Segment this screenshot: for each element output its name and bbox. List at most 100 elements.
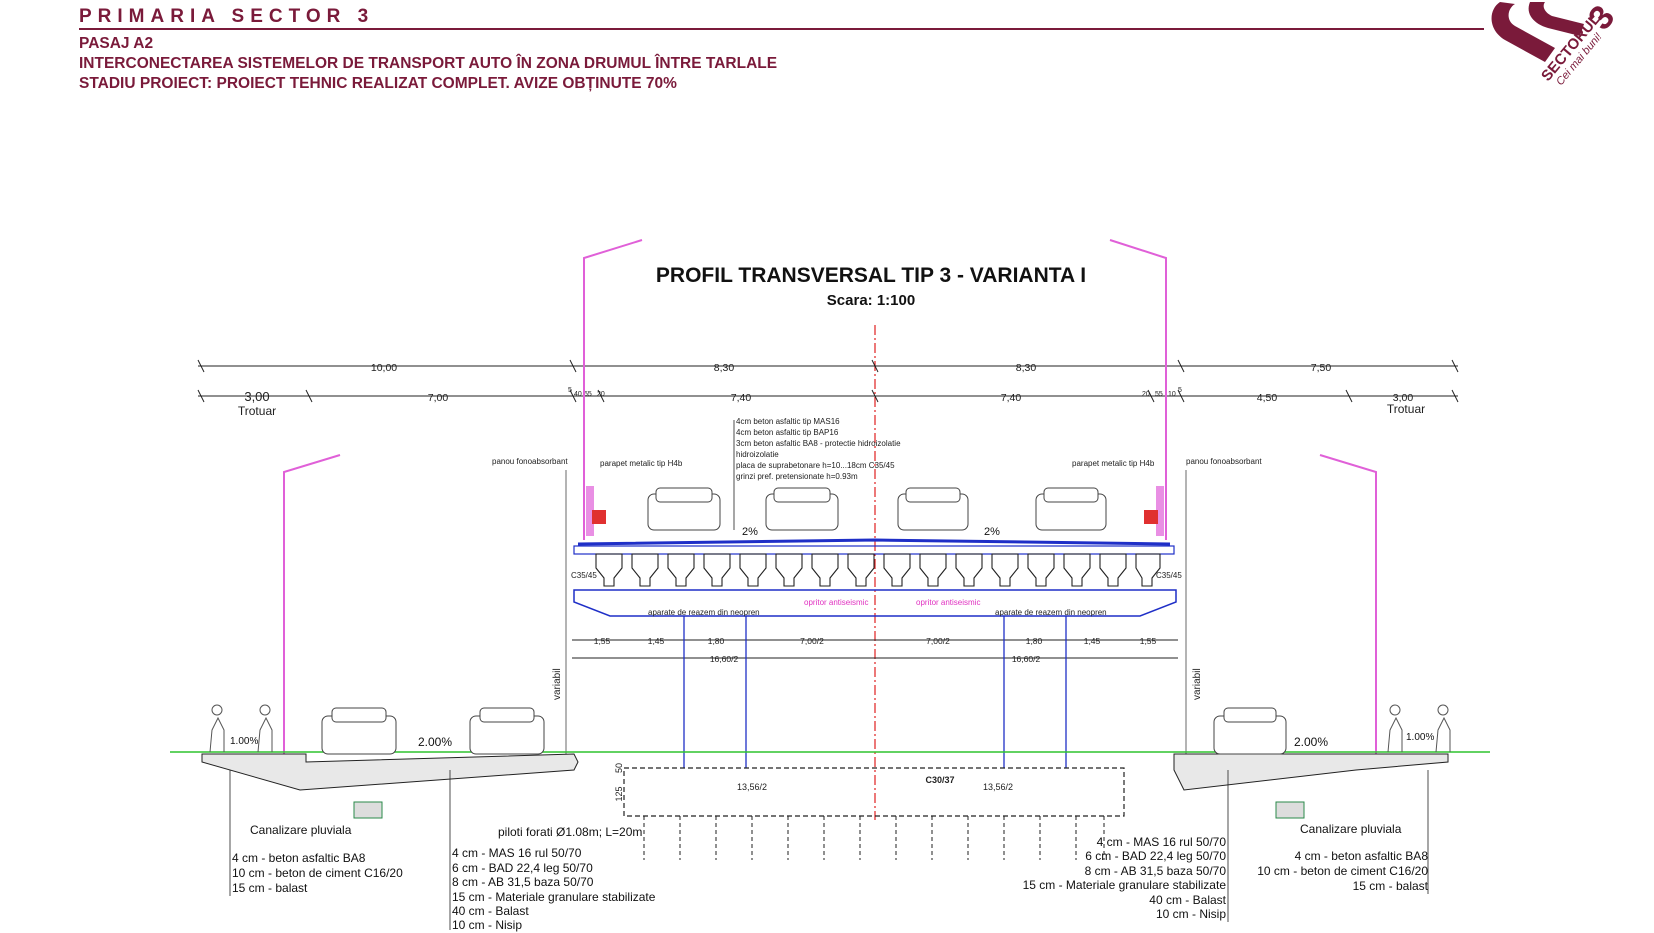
- layer-leader-lines: [229, 770, 1429, 930]
- right-sidewalk-layers: 4 cm - beton asfaltic BA8 10 cm - beton …: [1257, 849, 1428, 893]
- deck-cars: [647, 487, 1107, 531]
- left-sidewalk-layers: 4 cm - beton asfaltic BA8 10 cm - beton …: [232, 851, 403, 895]
- dim-bottom-5: 7,00/2: [926, 636, 950, 646]
- piloti-label: piloti forati Ø1.08m; L=20m: [498, 825, 642, 839]
- parapet-label-right: parapet metalic tip H4b: [1072, 459, 1155, 468]
- dim-bottom-4: 7,00/2: [800, 636, 824, 646]
- antiseismic-left: opritor antiseismic: [804, 598, 868, 607]
- parapets: [586, 486, 1164, 536]
- foundation: [623, 767, 1125, 860]
- deck-layer-4: hidroizolatie: [736, 450, 779, 459]
- canalizare-right: Canalizare pluviala: [1300, 822, 1402, 836]
- left-road-layers: 4 cm - MAS 16 rul 50/70 6 cm - BAD 22,4 …: [452, 846, 656, 932]
- drawing-scale: Scara: 1:100: [827, 292, 915, 309]
- right-road-layer-4: 15 cm - Materiale granulare stabilizate: [1023, 878, 1227, 892]
- left-road-layer-2: 6 cm - BAD 22,4 leg 50/70: [452, 861, 593, 875]
- trotuar-left: Trotuar: [238, 404, 276, 418]
- organization-title: PRIMARIA SECTOR 3: [79, 6, 375, 27]
- dim-half-left: 16,60/2: [710, 654, 739, 664]
- foundation-dim-right: 13,56/2: [983, 782, 1013, 792]
- dim-half-right: 16,60/2: [1012, 654, 1041, 664]
- slope-road-left: 2.00%: [418, 735, 452, 749]
- small-dim-right-4: 5: [1178, 387, 1182, 394]
- dim-second-3: 7,40: [731, 392, 752, 404]
- small-dim-left-1: 5: [568, 387, 572, 394]
- left-sidewalk-layer-2: 10 cm - beton de ciment C16/20: [232, 866, 403, 880]
- foundation-vert-1: 50: [614, 763, 624, 773]
- left-road-layer-3: 8 cm - AB 31,5 baza 50/70: [452, 875, 594, 889]
- left-road-layer-6: 10 cm - Nisip: [452, 918, 522, 932]
- small-dim-left-2: 40: [574, 391, 582, 398]
- deck-slope-left: 2%: [742, 526, 758, 538]
- side-roads: [201, 704, 1451, 819]
- panou-label-left: panou fonoabsorbant: [492, 457, 568, 466]
- foundation-label: C30/37: [925, 775, 954, 785]
- parapet-label-left: parapet metalic tip H4b: [600, 459, 683, 468]
- top-dimension-lines: [197, 359, 1459, 403]
- variabil-right: variabil: [1192, 668, 1203, 700]
- foundation-vert-2: 125: [614, 786, 624, 801]
- deck-layer-5: placa de suprabetonare h=10...18cm C35/4…: [736, 461, 895, 470]
- dim-top-1: 10,00: [371, 362, 397, 374]
- cap-label-right: C35/45: [1156, 571, 1182, 580]
- drawing-title: PROFIL TRANSVERSAL TIP 3 - VARIANTA I: [656, 264, 1086, 287]
- deck-layer-3: 3cm beton asfaltic BA8 - protectie hidro…: [736, 439, 901, 448]
- dim-second-6: 3,00: [1393, 392, 1414, 404]
- project-status: STADIU PROIECT: PROIECT TEHNIC REALIZAT …: [79, 75, 677, 92]
- page-header: PRIMARIA SECTOR 3 PASAJ A2 INTERCONECTAR…: [79, 6, 777, 94]
- left-road-layer-4: 15 cm - Materiale granulare stabilizate: [452, 890, 656, 904]
- dim-bottom-2: 1,45: [648, 636, 665, 646]
- aparate-label-left: aparate de reazem din neopren: [648, 608, 760, 617]
- deck-layer-callouts: 4cm beton asfaltic tip MAS16 4cm beton a…: [492, 417, 1262, 530]
- deck-layer-6: grinzi pref. pretensionate h=0.93m: [736, 472, 858, 481]
- project-description: INTERCONECTAREA SISTEMELOR DE TRANSPORT …: [79, 55, 778, 72]
- dim-top-3: 8,30: [1016, 362, 1037, 374]
- header-rule: [79, 28, 1484, 30]
- dim-top-2: 8,30: [714, 362, 735, 374]
- deck-slope-right: 2%: [984, 526, 1000, 538]
- project-name: PASAJ A2: [79, 35, 154, 52]
- dim-bottom-7: 1,45: [1084, 636, 1101, 646]
- deck-layer-1: 4cm beton asfaltic tip MAS16: [736, 417, 840, 426]
- small-dim-right-3: 10: [1168, 391, 1176, 398]
- right-road-layer-6: 10 cm - Nisip: [1156, 907, 1226, 921]
- canalizare-left: Canalizare pluviala: [250, 823, 352, 837]
- variabil-left: variabil: [552, 668, 563, 700]
- sectorul-3-logo: SECTORUL 3 Cei mai buni!: [1491, 0, 1622, 88]
- antiseismic-right: opritor antiseismic: [916, 598, 980, 607]
- dim-second-1: 3,00: [244, 389, 269, 404]
- dim-second-5: 4,50: [1257, 392, 1278, 404]
- small-dim-left-4: 20: [597, 391, 605, 398]
- dim-bottom-1: 1,55: [594, 636, 611, 646]
- right-sidewalk-layer-2: 10 cm - beton de ciment C16/20: [1257, 864, 1428, 878]
- dim-second-4: 7,40: [1001, 392, 1022, 404]
- right-sidewalk-layer-3: 15 cm - balast: [1353, 879, 1429, 893]
- dim-bottom-3: 1,80: [708, 636, 725, 646]
- dim-top-4: 7,50: [1311, 362, 1332, 374]
- slope-road-right: 2.00%: [1294, 735, 1328, 749]
- foundation-dim-left: 13,56/2: [737, 782, 767, 792]
- small-dim-left-3: 55: [584, 391, 592, 398]
- slope-sidewalk-right: 1.00%: [1406, 732, 1434, 743]
- small-dim-right-2: 55: [1155, 391, 1163, 398]
- left-road-layer-1: 4 cm - MAS 16 rul 50/70: [452, 846, 582, 860]
- dim-bottom-8: 1,55: [1140, 636, 1157, 646]
- lamp-poles: [283, 239, 1377, 755]
- left-sidewalk-layer-3: 15 cm - balast: [232, 881, 308, 895]
- trotuar-right: Trotuar: [1387, 402, 1425, 416]
- piers: [683, 616, 1067, 768]
- right-road-layers: 4 cm - MAS 16 rul 50/70 6 cm - BAD 22,4 …: [1023, 835, 1227, 921]
- left-sidewalk-layer-1: 4 cm - beton asfaltic BA8: [232, 851, 366, 865]
- aparate-label-right: aparate de reazem din neopren: [995, 608, 1107, 617]
- dim-second-2: 7,00: [428, 392, 449, 404]
- cap-label-left: C35/45: [571, 571, 597, 580]
- bottom-dimension-lines: [572, 639, 1178, 659]
- panou-label-right: panou fonoabsorbant: [1186, 457, 1262, 466]
- left-road-layer-5: 40 cm - Balast: [452, 904, 529, 918]
- small-dim-right-1: 20: [1142, 391, 1150, 398]
- right-road-layer-1: 4 cm - MAS 16 rul 50/70: [1097, 835, 1227, 849]
- right-road-layer-3: 8 cm - AB 31,5 baza 50/70: [1085, 864, 1227, 878]
- dim-bottom-6: 1,80: [1026, 636, 1043, 646]
- bridge-deck: [573, 538, 1177, 617]
